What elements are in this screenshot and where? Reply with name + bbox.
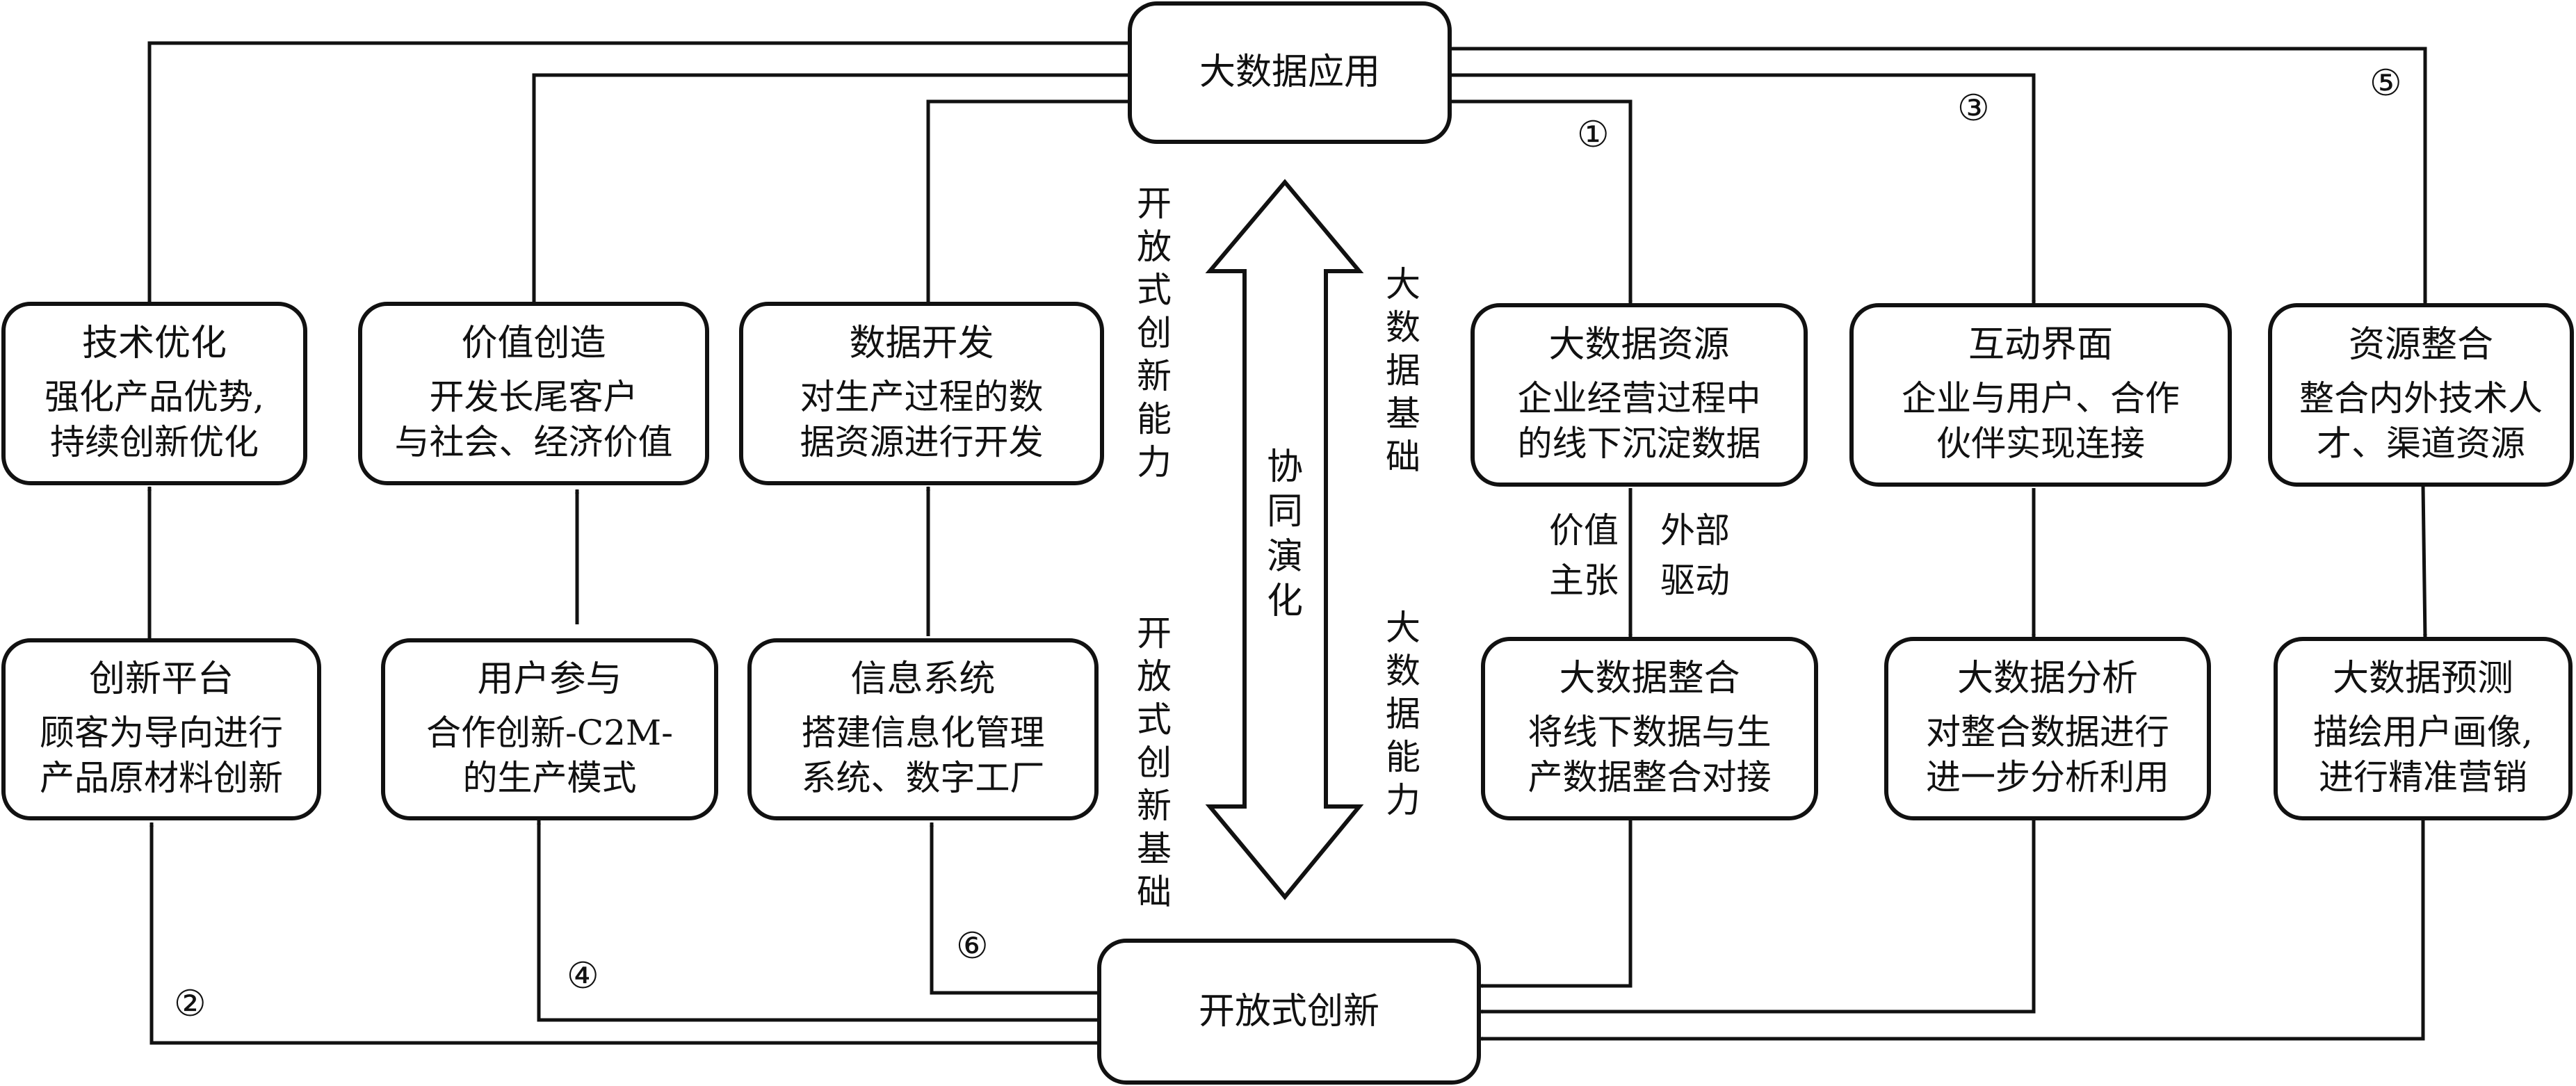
box-line: 进行精准营销 (2319, 757, 2527, 798)
box-line: 企业与用户、合作 (1902, 378, 2180, 419)
box-line: 进一步分析利用 (1926, 757, 2169, 798)
box-title: 价值创造 (461, 322, 606, 364)
path-number-1: ① (1577, 114, 1610, 156)
arrow-value-to-hub (532, 73, 1133, 303)
box-resource-integration: 资源整合 整合内外技术人 才、渠道资源 (2268, 303, 2574, 487)
box-title: 信息系统 (850, 658, 996, 700)
box-data-development: 数据开发 对生产过程的数 据资源进行开发 (739, 302, 1104, 485)
box-line: 据资源进行开发 (800, 422, 1044, 463)
hub-bottom-label: 开放式创新 (1198, 990, 1379, 1032)
box-title: 资源整合 (2348, 323, 2493, 366)
arrow-hub-to-integration-res (1448, 47, 2427, 305)
box-bigdata-resource: 大数据资源 企业经营过程中 的线下沉淀数据 (1471, 303, 1808, 487)
arrow-hub-to-interface (1448, 73, 2036, 305)
arrow-hub-to-resource (1448, 99, 1633, 305)
box-line: 伙伴实现连接 (1936, 423, 2145, 464)
arrow-integration-to-hub (1478, 819, 1633, 988)
path-number-2: ② (174, 983, 206, 1025)
box-line: 的线下沉淀数据 (1517, 423, 1761, 464)
box-line: 搭建信息化管理 (801, 713, 1045, 754)
box-title: 大数据预测 (2332, 657, 2513, 699)
arrow-tech-to-hub (147, 41, 1133, 303)
arrow-prediction-to-hub (1478, 819, 2425, 1041)
box-user-participation: 用户参与 合作创新-C2M- 的生产模式 (381, 638, 718, 820)
arrow-hub-to-info (930, 822, 1100, 995)
label-open-innovation-ability: 开 放 式 创 新 能 力 (1137, 184, 1172, 483)
box-line: 开发长尾客户 (429, 377, 638, 418)
box-title: 用户参与 (477, 658, 622, 700)
path-number-4: ④ (567, 955, 599, 997)
hub-top-label: 大数据应用 (1199, 51, 1380, 94)
box-title: 大数据整合 (1559, 657, 1740, 699)
label-external-drive-1: 外部 (1660, 510, 1730, 551)
box-title: 技术优化 (81, 322, 227, 364)
box-line: 才、渠道资源 (2317, 423, 2525, 464)
box-line: 对生产过程的数 (800, 377, 1044, 418)
box-line: 合作创新-C2M- (426, 713, 674, 754)
box-line: 产数据整合对接 (1528, 757, 1772, 798)
path-number-5: ⑤ (2370, 63, 2402, 104)
path-number-3: ③ (1957, 88, 1990, 129)
label-value-proposition-2: 主张 (1549, 560, 1619, 601)
box-line: 描绘用户画像, (2313, 712, 2533, 753)
box-line: 与社会、经济价值 (394, 422, 673, 463)
label-coevolution: 协 同 演 化 (1266, 446, 1303, 623)
box-information-system: 信息系统 搭建信息化管理 系统、数字工厂 (747, 638, 1099, 820)
box-line: 强化产品优势, (44, 377, 264, 418)
box-bigdata-prediction: 大数据预测 描绘用户画像, 进行精准营销 (2274, 637, 2573, 820)
box-bigdata-analysis: 大数据分析 对整合数据进行 进一步分析利用 (1884, 637, 2211, 820)
box-innovation-platform: 创新平台 顾客为导向进行 产品原材料创新 (1, 638, 321, 820)
box-line: 企业经营过程中 (1517, 378, 1761, 419)
box-line: 产品原材料创新 (40, 758, 283, 799)
label-bigdata-ability: 大 数 据 能 力 (1386, 608, 1420, 820)
box-title: 数据开发 (849, 322, 994, 364)
arrow-hub-to-user (537, 820, 1100, 1022)
label-external-drive-2: 驱动 (1660, 560, 1730, 601)
path-number-6: ⑥ (956, 925, 989, 967)
arrow-hub-to-platform (149, 822, 1100, 1045)
label-open-innovation-basis: 开 放 式 创 新 基 础 (1137, 613, 1172, 912)
box-line: 对整合数据进行 (1926, 712, 2169, 753)
box-value-creation: 价值创造 开发长尾客户 与社会、经济价值 (358, 302, 709, 485)
arrow-analysis-to-hub (1478, 819, 2036, 1014)
box-title: 大数据资源 (1548, 323, 1730, 366)
box-line: 将线下数据与生 (1528, 712, 1772, 753)
box-line: 的生产模式 (462, 758, 637, 799)
hub-bigdata-application: 大数据应用 (1128, 1, 1452, 144)
box-bigdata-integration: 大数据整合 将线下数据与生 产数据整合对接 (1481, 637, 1818, 820)
box-title: 互动界面 (1968, 323, 2113, 366)
box-line: 整合内外技术人 (2299, 378, 2543, 419)
coevolution-double-arrow (1205, 179, 1364, 900)
box-line: 系统、数字工厂 (801, 758, 1045, 799)
box-title: 创新平台 (88, 658, 234, 700)
label-value-proposition-1: 价值 (1549, 510, 1619, 551)
arrow-integration-res-to-prediction (2421, 485, 2427, 639)
box-title: 大数据分析 (1957, 657, 2138, 699)
label-bigdata-basis: 大 数 据 基 础 (1386, 264, 1420, 477)
arrow-datadev-to-hub (926, 99, 1133, 303)
box-interactive-interface: 互动界面 企业与用户、合作 伙伴实现连接 (1849, 303, 2232, 487)
hub-open-innovation: 开放式创新 (1097, 939, 1481, 1085)
box-line: 顾客为导向进行 (40, 713, 283, 754)
box-line: 持续创新优化 (50, 422, 259, 463)
box-tech-optimization: 技术优化 强化产品优势, 持续创新优化 (1, 302, 307, 485)
